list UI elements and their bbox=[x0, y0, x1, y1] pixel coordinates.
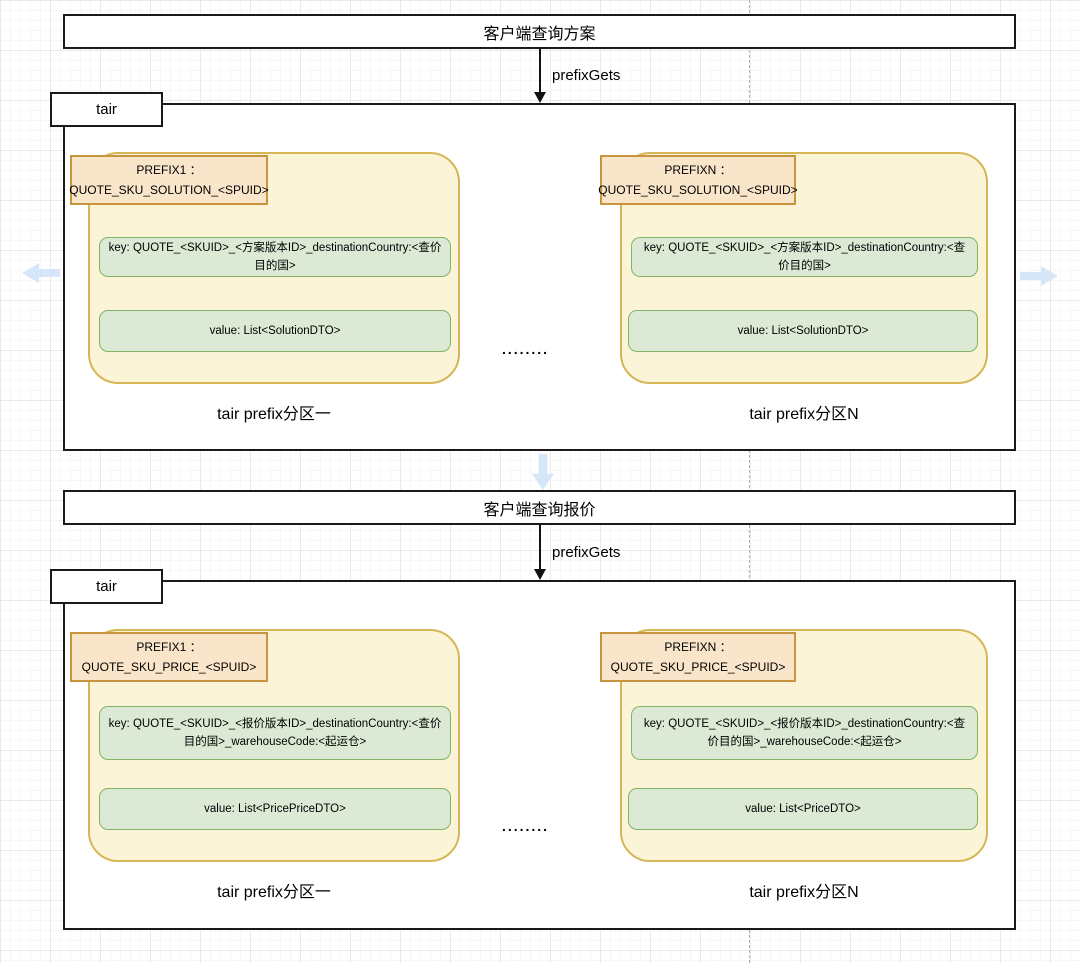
prefix-tag-line2: QUOTE_SKU_SOLUTION_<SPUID> bbox=[598, 183, 798, 197]
section1-partitionN-label: tair prefix分区N bbox=[749, 406, 859, 423]
section2-partitionN-key-box: key: QUOTE_<SKUID>_<报价版本ID>_destinationC… bbox=[631, 706, 978, 760]
section-bridge-down-arrow-icon bbox=[532, 454, 554, 490]
prefix-tag-line2: QUOTE_SKU_SOLUTION_<SPUID> bbox=[69, 183, 269, 197]
section2-partition1-prefix-tag: PREFIX1 ： QUOTE_SKU_PRICE_<SPUID> bbox=[70, 632, 268, 682]
section1-partitionN-prefix-tag: PREFIXN ： QUOTE_SKU_SOLUTION_<SPUID> bbox=[598, 155, 798, 205]
section2-flow-arrow-head bbox=[534, 569, 546, 580]
section1-header-box: 客户端查询方案 bbox=[63, 14, 1016, 49]
section1-tair-tab: tair bbox=[50, 92, 163, 127]
section1-flow-arrow-line bbox=[539, 48, 541, 93]
key-text: key: QUOTE_<SKUID>_<报价版本ID>_destinationC… bbox=[108, 717, 442, 748]
section2-title: 客户端查询报价 bbox=[483, 501, 596, 519]
section2-tair-tab: tair bbox=[50, 569, 163, 604]
section1-partition1-label: tair prefix分区一 bbox=[217, 406, 331, 423]
left-pan-arrow-icon bbox=[22, 263, 60, 283]
prefix-tag-line1: PREFIXN ： bbox=[664, 639, 732, 654]
prefix-tag-line1: PREFIX1 ： bbox=[136, 639, 202, 654]
value-text: value: List<SolutionDTO> bbox=[209, 324, 341, 337]
section1-partition1-value-box: value: List<SolutionDTO> bbox=[99, 310, 451, 352]
section2-ellipsis: ........ bbox=[501, 818, 550, 834]
prefix-tag-line2: QUOTE_SKU_PRICE_<SPUID> bbox=[81, 660, 257, 674]
section1-title: 客户端查询方案 bbox=[483, 25, 596, 43]
key-text: key: QUOTE_<SKUID>_<方案版本ID>_destinationC… bbox=[643, 241, 966, 272]
prefix-tag-line1: PREFIX1 ： bbox=[136, 162, 202, 177]
section1-partition1-key-box: key: QUOTE_<SKUID>_<方案版本ID>_destinationC… bbox=[99, 237, 451, 277]
section1-partition1-prefix-tag: PREFIX1 ： QUOTE_SKU_SOLUTION_<SPUID> bbox=[69, 155, 269, 205]
section2-partitionN-prefix-tag: PREFIXN ： QUOTE_SKU_PRICE_<SPUID> bbox=[600, 632, 796, 682]
section1-partitionN-value-box: value: List<SolutionDTO> bbox=[628, 310, 978, 352]
section2-partitionN-label: tair prefix分区N bbox=[749, 884, 859, 901]
section2-arrow-label: prefixGets bbox=[552, 544, 621, 561]
value-text: value: List<PriceDTO> bbox=[745, 802, 861, 815]
section1-arrow-label: prefixGets bbox=[552, 67, 621, 84]
section2-partition1-label: tair prefix分区一 bbox=[217, 884, 331, 901]
section2-flow-arrow-line bbox=[539, 525, 541, 570]
value-text: value: List<PricePriceDTO> bbox=[204, 802, 346, 815]
value-text: value: List<SolutionDTO> bbox=[737, 324, 869, 337]
key-text: key: QUOTE_<SKUID>_<报价版本ID>_destinationC… bbox=[643, 717, 966, 748]
section2-partition1-key-box: key: QUOTE_<SKUID>_<报价版本ID>_destinationC… bbox=[99, 706, 451, 760]
section2-header-box: 客户端查询报价 bbox=[63, 490, 1016, 525]
section2-partition1-value-box: value: List<PricePriceDTO> bbox=[99, 788, 451, 830]
page-divider-dashed-line bbox=[749, 0, 750, 963]
section2-partitionN-value-box: value: List<PriceDTO> bbox=[628, 788, 978, 830]
prefix-tag-line1: PREFIXN ： bbox=[664, 162, 732, 177]
section2-tair-label: tair bbox=[96, 578, 117, 595]
prefix-tag-line2: QUOTE_SKU_PRICE_<SPUID> bbox=[610, 660, 786, 674]
key-text: key: QUOTE_<SKUID>_<方案版本ID>_destinationC… bbox=[108, 241, 442, 272]
right-pan-arrow-icon bbox=[1020, 266, 1058, 286]
section1-ellipsis: ........ bbox=[501, 341, 550, 357]
section1-tair-label: tair bbox=[96, 101, 117, 118]
section1-flow-arrow-head bbox=[534, 92, 546, 103]
section1-partitionN-key-box: key: QUOTE_<SKUID>_<方案版本ID>_destinationC… bbox=[631, 237, 978, 277]
